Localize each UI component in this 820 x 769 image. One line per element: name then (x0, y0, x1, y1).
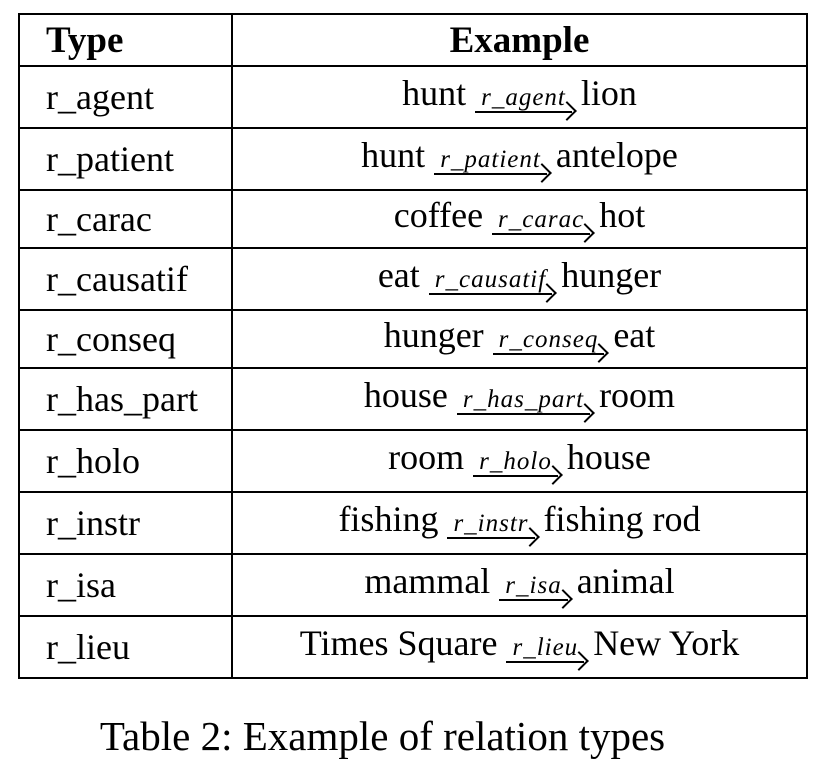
relation-arrow: r_instr (447, 509, 535, 549)
table-header-row: Type Example (18, 13, 808, 67)
arrow-label: r_lieu (512, 633, 579, 661)
relation-arrow: r_patient (434, 147, 547, 185)
arrow-label: r_isa (505, 571, 562, 599)
example-cell: hunt r_agent lion (231, 65, 808, 129)
relation-arrow: r_causatif (428, 265, 553, 305)
example-source: hunger (383, 314, 484, 355)
arrow-label: r_patient (440, 145, 541, 173)
relation-arrow: r_isa (499, 571, 568, 611)
arrow-icon (428, 292, 553, 295)
arrow-label: r_holo (479, 447, 552, 475)
example-target: eat (613, 314, 656, 355)
example-cell: fishing r_instr fishing rod (231, 491, 808, 555)
arrow-label: r_has_part (462, 385, 585, 413)
example-source: house (363, 374, 448, 415)
relation-arrow: r_holo (473, 449, 558, 487)
relation-type-cell: r_isa (18, 553, 233, 617)
table-row: r_holo room r_holo house (18, 429, 808, 493)
relation-arrow: r_agent (475, 85, 572, 123)
arrow-icon (492, 352, 605, 355)
relation-arrow: r_has_part (456, 385, 591, 425)
arrow-label: r_carac (498, 205, 585, 233)
table-caption: Table 2: Example of relation types (99, 713, 666, 759)
example-cell: eat r_causatif hunger (231, 247, 808, 311)
example-target: New York (593, 622, 740, 663)
table-row: r_has_part house r_has_part room (18, 367, 808, 431)
relation-arrow: r_conseq (492, 325, 605, 365)
example-cell: mammal r_isa animal (231, 553, 808, 617)
table-row: r_causatif eat r_causatif hunger (18, 247, 808, 311)
example-cell: house r_has_part room (231, 367, 808, 431)
example-target: room (599, 374, 676, 415)
relation-type-cell: r_causatif (18, 247, 233, 311)
relation-arrow: r_carac (492, 205, 591, 245)
arrow-icon (506, 660, 585, 663)
arrow-label: r_agent (481, 83, 566, 111)
example-cell: room r_holo house (231, 429, 808, 493)
arrow-label: r_causatif (434, 265, 547, 293)
example-source: eat (377, 254, 420, 295)
example-cell: hunt r_patient antelope (231, 127, 808, 191)
relation-types-table-figure: Type Example r_agent hunt r_agent lion r_p… (18, 13, 808, 679)
arrow-icon (475, 110, 572, 113)
example-target: animal (576, 560, 675, 601)
arrow-label: r_instr (453, 509, 529, 537)
example-target: house (566, 436, 651, 477)
example-source: fishing (338, 498, 439, 539)
table-row: r_patient hunt r_patient antelope (18, 127, 808, 191)
arrow-icon (499, 598, 568, 601)
example-source: hunt (361, 134, 426, 175)
example-source: Times Square (299, 622, 498, 663)
relation-type-cell: r_patient (18, 127, 233, 191)
example-source: coffee (393, 194, 484, 235)
relation-arrow: r_lieu (506, 633, 585, 673)
example-target: antelope (555, 134, 678, 175)
relation-type-cell: r_conseq (18, 309, 233, 369)
example-source: room (388, 436, 465, 477)
example-cell: coffee r_carac hot (231, 189, 808, 249)
relation-types-table: Type Example r_agent hunt r_agent lion r_p… (18, 13, 808, 679)
relation-type-cell: r_instr (18, 491, 233, 555)
arrow-icon (456, 412, 591, 415)
table-row: r_isa mammal r_isa animal (18, 553, 808, 617)
arrow-icon (447, 536, 535, 539)
header-example: Example (231, 13, 808, 67)
table-row: r_agent hunt r_agent lion (18, 65, 808, 129)
arrow-label: r_conseq (498, 325, 599, 353)
example-target: lion (580, 72, 637, 113)
example-cell: hunger r_conseq eat (231, 309, 808, 369)
arrow-icon (434, 172, 547, 175)
relation-type-cell: r_holo (18, 429, 233, 493)
relation-type-cell: r_carac (18, 189, 233, 249)
example-cell: Times Square r_lieu New York (231, 615, 808, 679)
table-row: r_instr fishing r_instr fishing rod (18, 491, 808, 555)
table-row: r_conseq hunger r_conseq eat (18, 309, 808, 369)
example-source: hunt (402, 72, 467, 113)
arrow-icon (473, 474, 558, 477)
relation-type-cell: r_agent (18, 65, 233, 129)
header-type: Type (18, 13, 233, 67)
example-source: mammal (364, 560, 491, 601)
example-target: fishing rod (543, 498, 701, 539)
table-row: r_lieu Times Square r_lieu New York (18, 615, 808, 679)
relation-type-cell: r_lieu (18, 615, 233, 679)
table-row: r_carac coffee r_carac hot (18, 189, 808, 249)
example-target: hot (599, 194, 646, 235)
arrow-icon (492, 232, 591, 235)
example-target: hunger (561, 254, 662, 295)
relation-type-cell: r_has_part (18, 367, 233, 431)
